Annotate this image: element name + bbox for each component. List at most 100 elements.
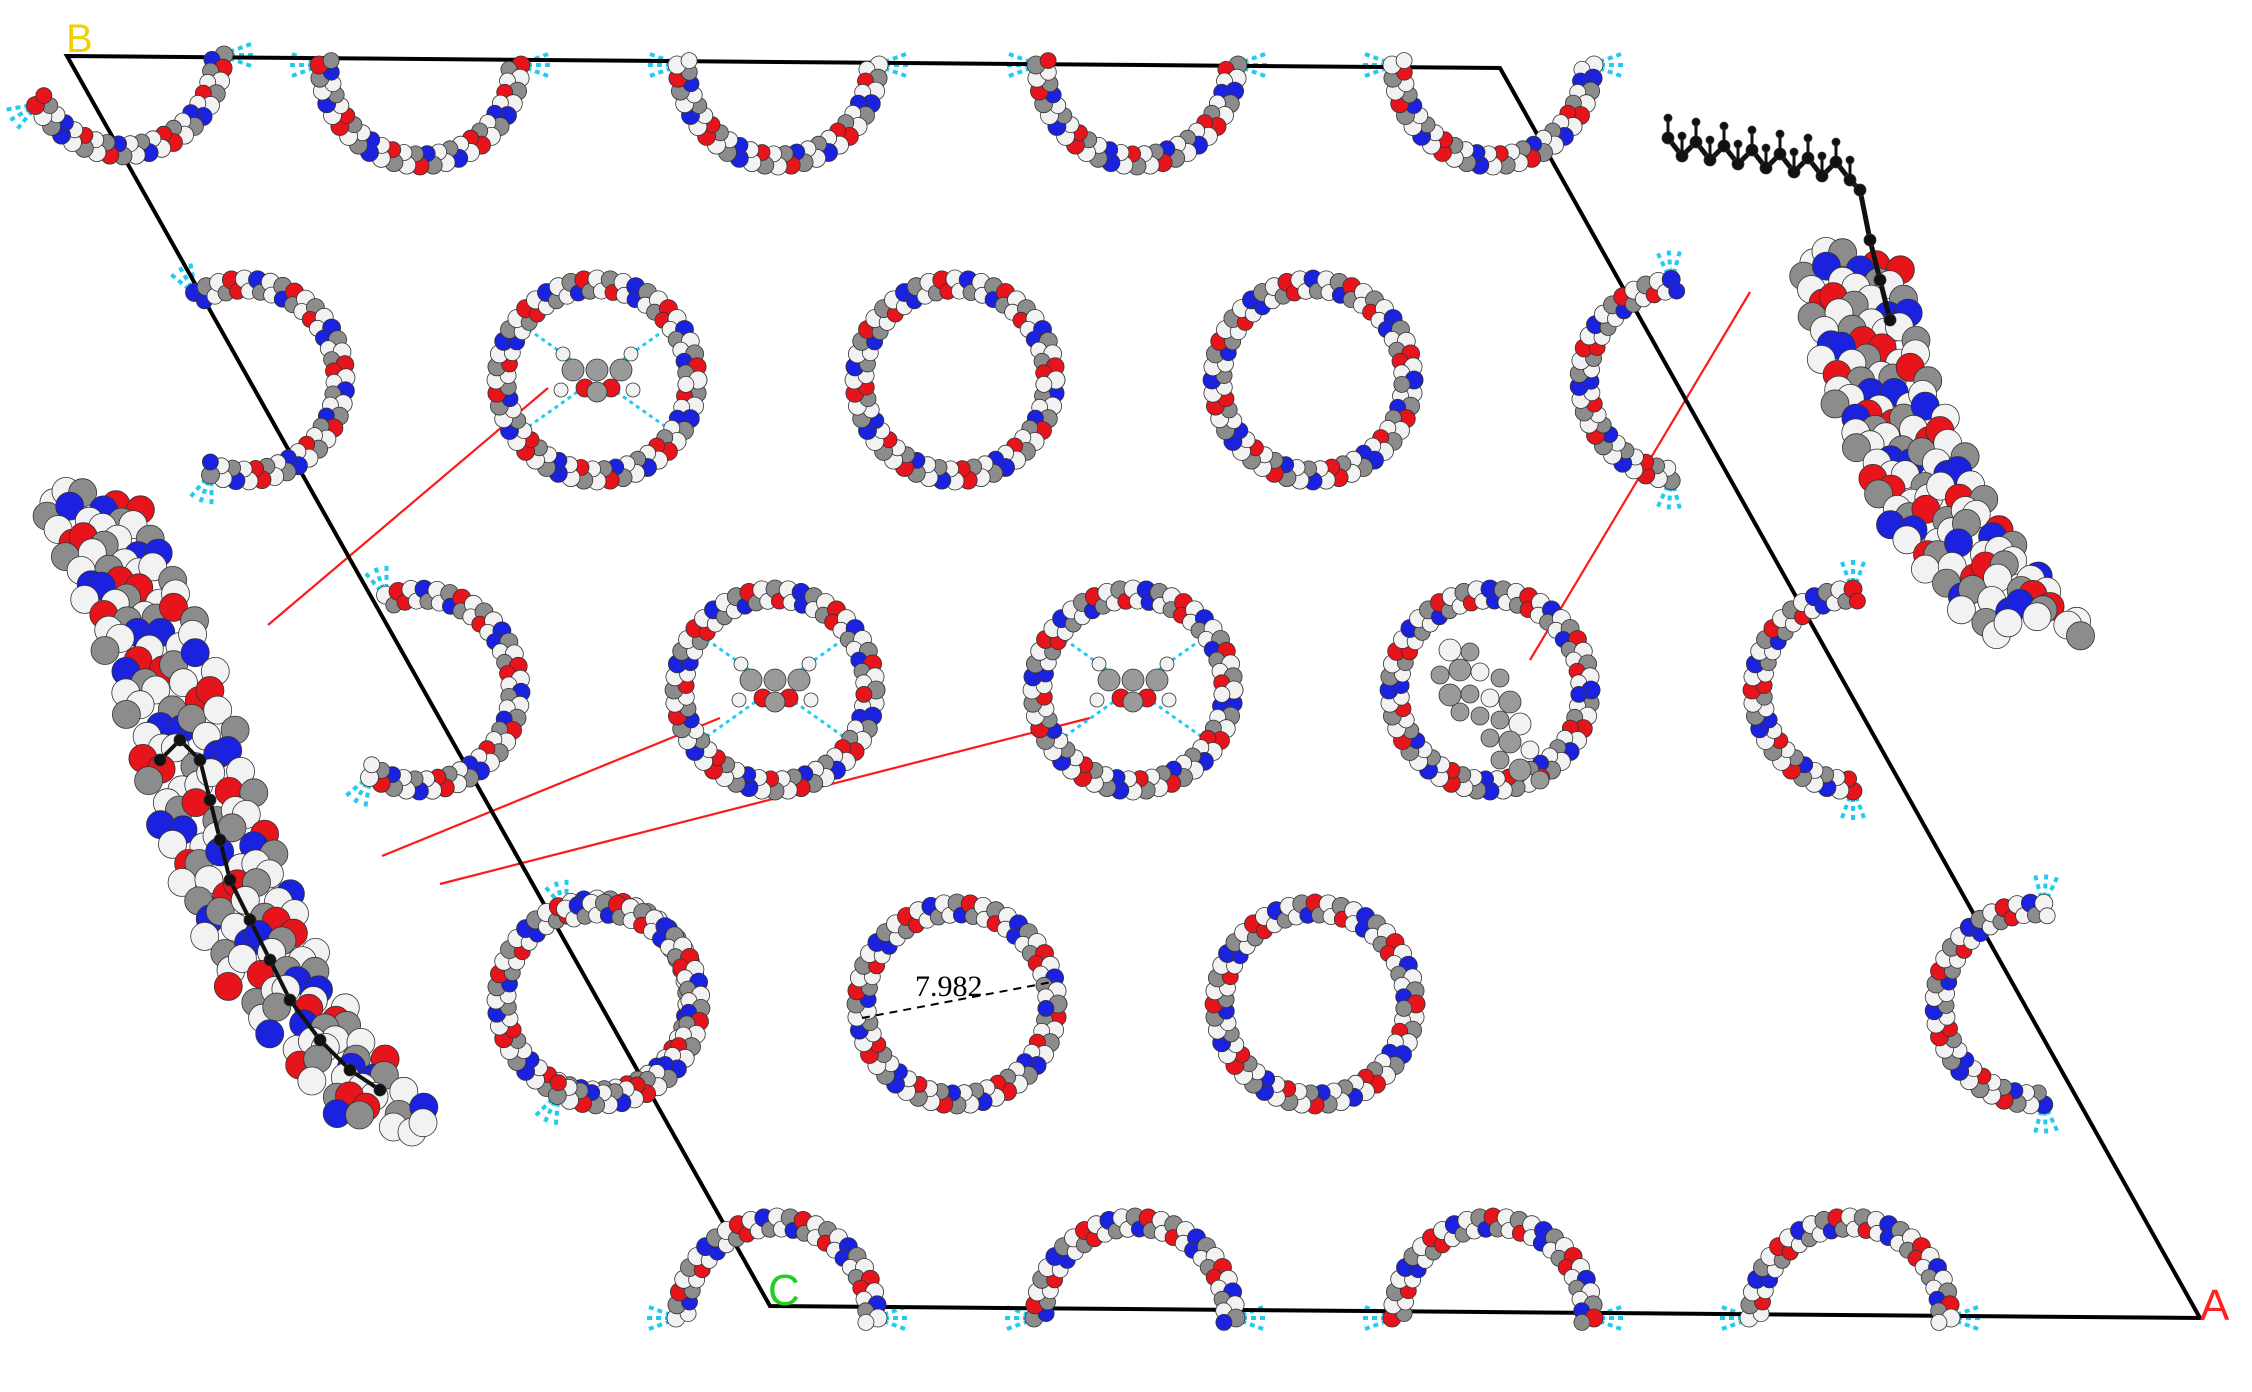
nanotube-ring [486, 269, 708, 491]
hydrogen-bond [1666, 248, 1674, 283]
helix-atom [1947, 595, 1976, 625]
nanotube-ring [1024, 1207, 1246, 1331]
helix-atom [213, 972, 243, 1001]
axis-labels: B C A [66, 17, 2230, 1330]
ring-atom [1037, 1000, 1055, 1017]
axis-label-c: C [768, 1266, 800, 1315]
helix-atom [180, 638, 210, 668]
nanotube-ring [1202, 269, 1424, 491]
left-ball-stick-chain [153, 733, 387, 1097]
hydrogen-bond [188, 470, 214, 500]
guest-atom [1122, 691, 1144, 713]
pointer-line [381, 716, 721, 858]
nanotube-ring [844, 269, 1066, 491]
chain-hydrogen [1803, 133, 1813, 143]
chain-atom [1883, 313, 1897, 327]
chain-atom [373, 1083, 387, 1097]
guest-atom [1448, 658, 1472, 682]
helix-atom [1993, 608, 2023, 638]
guest-atom [586, 381, 608, 403]
helix-atom [190, 922, 220, 951]
helix-atom [134, 766, 164, 795]
guest-atom [1091, 656, 1107, 672]
unit-cell-outline [63, 53, 2204, 1321]
ring-atom [1395, 52, 1413, 69]
helix-atom [345, 1100, 375, 1130]
right-inset-helix [1789, 236, 2095, 651]
guest-atom [609, 358, 633, 382]
chain-atom [263, 953, 277, 967]
chain-atom [313, 1033, 327, 1047]
hydrogen-bond [1006, 63, 1040, 79]
hydrogen-bond [220, 53, 254, 69]
hydrogen-bond [14, 102, 40, 132]
hydrogen-bond [1362, 1304, 1396, 1320]
hydrogen-bond [1234, 63, 1268, 79]
chain-bond [1877, 279, 1893, 321]
guest-molecule [731, 656, 819, 713]
hydrogen-bond [1006, 51, 1040, 67]
hydrogen-bond [343, 773, 373, 799]
chain-bond [208, 799, 222, 841]
hydrogen-bond [289, 51, 323, 67]
nanotube-ring [1026, 52, 1248, 176]
hydrogen-bond [177, 264, 198, 297]
ring-atom [550, 1074, 567, 1092]
guest-atom [623, 346, 639, 362]
right-alkyl-chain [1661, 113, 1897, 327]
hydrogen-bond [1362, 63, 1396, 79]
nanotube-ring [1382, 1207, 1604, 1331]
chain-hydrogen [1663, 113, 1673, 123]
hydrogen-bond [198, 471, 214, 505]
chain-hydrogen [1705, 135, 1715, 145]
ring-atom [1035, 375, 1053, 393]
ring-atom [2038, 907, 2056, 925]
chain-hydrogen [1677, 131, 1687, 141]
ring-atom [680, 52, 698, 69]
helix-atom [158, 829, 187, 859]
chain-hydrogen [1775, 129, 1785, 139]
helix-atom [213, 736, 243, 765]
guest-atom [801, 656, 817, 672]
guest-atom [585, 358, 609, 382]
hydrogen-bond [1655, 476, 1674, 510]
hydrogen-bond [553, 1092, 561, 1127]
guest-atom [1480, 728, 1500, 748]
chain-bond [248, 919, 272, 961]
nanotube-rings [26, 45, 2056, 1331]
chain-atom [1853, 183, 1867, 197]
ring-atom [201, 453, 219, 471]
hydrogen-bond [1362, 51, 1396, 67]
ring-atom [855, 686, 873, 703]
hydrogen-bond [1590, 1304, 1624, 1320]
chain-atom [213, 833, 227, 847]
hydrogen-bond [646, 1316, 680, 1332]
hydrogen-bond [2041, 1101, 2049, 1136]
guest-atom [1089, 692, 1105, 708]
ring-atom [1395, 1000, 1413, 1017]
guest-atom [1498, 690, 1522, 714]
nanotube-ring [1739, 1207, 1961, 1331]
hydrogen-bond [1004, 1316, 1038, 1332]
chain-hydrogen [1831, 137, 1841, 147]
distance-label: 7.982 [915, 970, 983, 1003]
chain-hydrogen [1691, 117, 1701, 127]
hydrogen-bond [1234, 51, 1268, 67]
hydrogen-bond [1851, 559, 1867, 593]
ring-atom [1930, 1314, 1948, 1331]
ring-atom [677, 375, 695, 393]
nanotube-ring [846, 893, 1068, 1115]
ring-atom [1668, 282, 1686, 300]
hydrogen-bond [1362, 1316, 1396, 1332]
nanotube-ring [667, 52, 889, 176]
nanotube-ring [547, 893, 711, 1115]
hydrogen-bond [1719, 1316, 1753, 1332]
helix-atom [55, 491, 85, 521]
helix-atom [408, 1108, 438, 1138]
hydrogen-bond [289, 63, 323, 79]
helix-atom [1820, 389, 1850, 419]
guest-atom [787, 668, 811, 692]
guest-molecules [553, 346, 1550, 790]
helix-atom [203, 695, 233, 725]
guest-atom [1490, 668, 1510, 688]
